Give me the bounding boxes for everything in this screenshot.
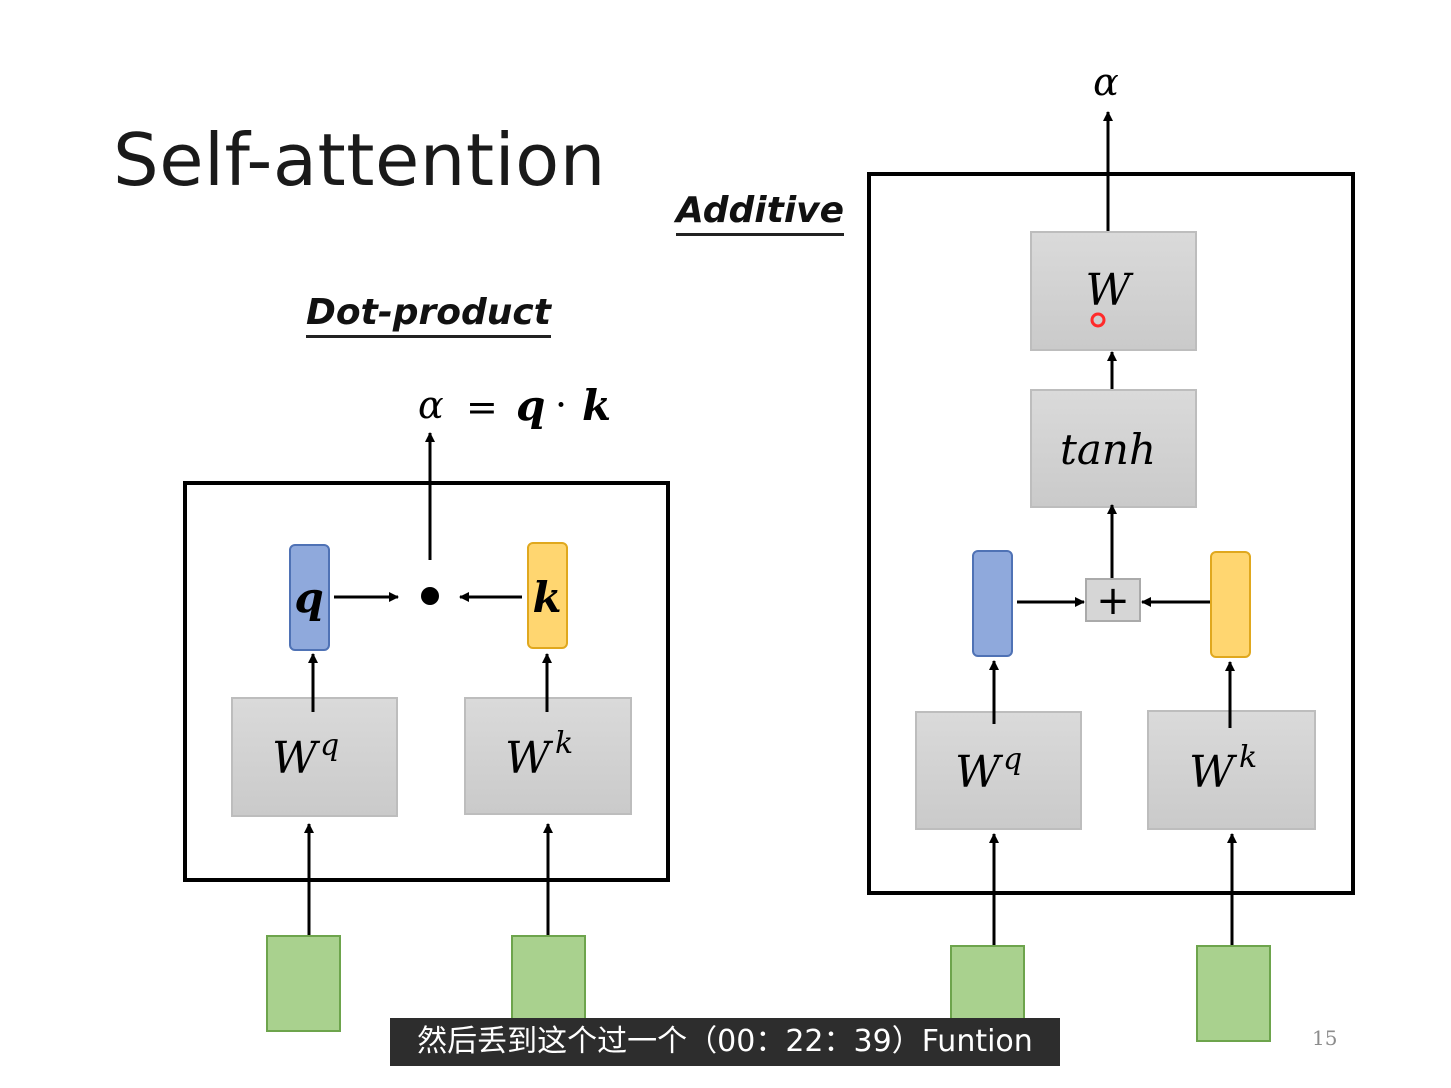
cursor-marker bbox=[1090, 312, 1106, 328]
wq-base: W bbox=[272, 733, 321, 784]
wk-box bbox=[464, 697, 632, 815]
formula-k: k bbox=[582, 381, 611, 430]
formula-q: q bbox=[516, 381, 545, 430]
dot-product-diagram: α = q · k q k W q W k bbox=[183, 381, 670, 1032]
slide-title: Self-attention bbox=[113, 118, 606, 202]
additive-diagram: α W tanh + W q W k bbox=[867, 60, 1355, 1042]
tanh-box-label: tanh bbox=[1060, 425, 1156, 474]
plus-operator-label: + bbox=[1096, 578, 1130, 624]
wq-sup: q bbox=[320, 728, 339, 763]
additive-heading: Additive bbox=[676, 190, 845, 236]
wk-sup: k bbox=[555, 726, 573, 761]
additive-wq-base: W bbox=[955, 747, 1004, 798]
wq-box bbox=[231, 697, 398, 817]
query-vector-label: q bbox=[294, 573, 323, 622]
additive-wq-box bbox=[915, 711, 1082, 830]
additive-frame bbox=[867, 172, 1355, 895]
dot-input-vector-1 bbox=[266, 935, 341, 1032]
dot-input-vector-2 bbox=[511, 935, 586, 1032]
formula-dot: · bbox=[555, 383, 567, 427]
plus-operator bbox=[1085, 578, 1141, 622]
key-vector-label: k bbox=[532, 573, 561, 622]
query-vector bbox=[289, 544, 330, 651]
wk-base: W bbox=[505, 733, 554, 784]
w-box bbox=[1030, 231, 1197, 351]
additive-wq-sup: q bbox=[1003, 742, 1022, 777]
additive-input-vector-2 bbox=[1196, 945, 1271, 1042]
additive-query-vector bbox=[972, 550, 1013, 657]
formula-equals: = bbox=[466, 385, 498, 429]
formula-alpha: α bbox=[418, 383, 444, 427]
tanh-box bbox=[1030, 389, 1197, 508]
additive-wk-sup: k bbox=[1239, 740, 1257, 775]
dot-operator bbox=[421, 587, 439, 605]
page-number: 15 bbox=[1312, 1026, 1338, 1050]
additive-output-alpha: α bbox=[1093, 60, 1119, 104]
additive-wk-base: W bbox=[1189, 747, 1238, 798]
key-vector bbox=[527, 542, 568, 649]
w-box-label: W bbox=[1085, 265, 1134, 316]
dot-product-frame bbox=[183, 481, 670, 882]
dot-product-heading: Dot-product bbox=[306, 292, 551, 338]
video-subtitle: 然后丢到这个过一个（00：22：39）Funtion bbox=[390, 1018, 1060, 1066]
additive-key-vector bbox=[1210, 551, 1251, 658]
